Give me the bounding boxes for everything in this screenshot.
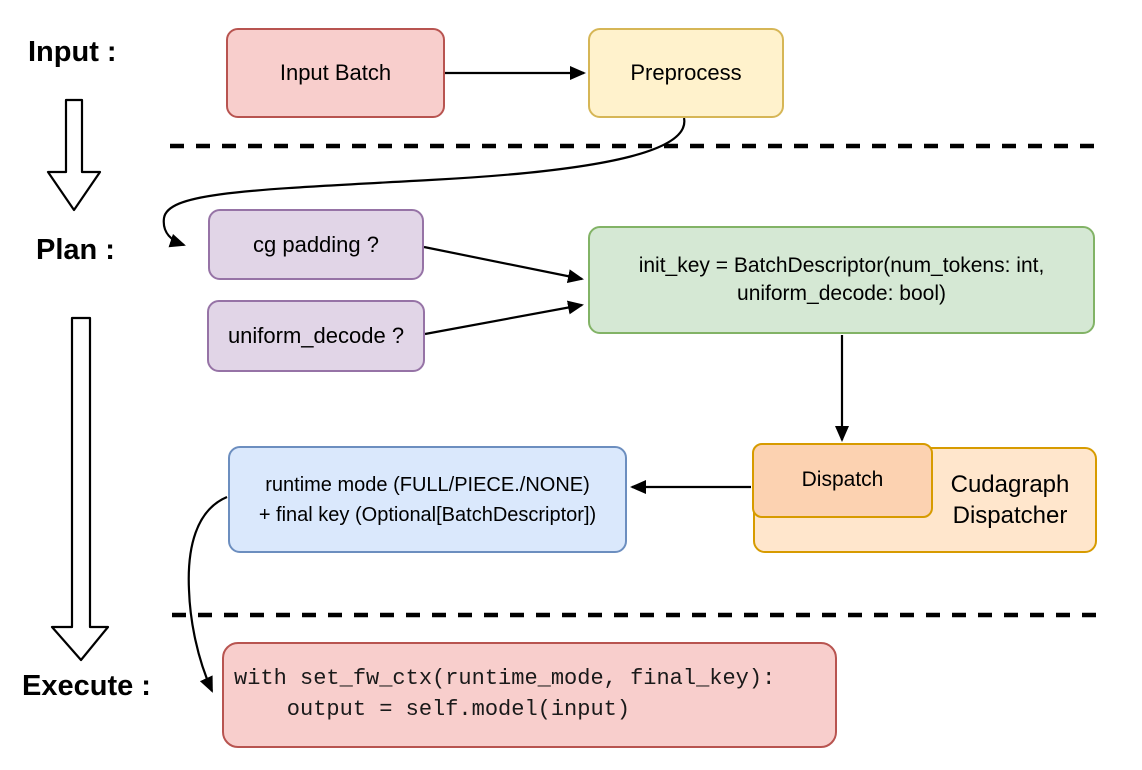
edge-preprocess-cgpadding <box>162 117 686 248</box>
node-init-key-line1: init_key = BatchDescriptor(num_tokens: i… <box>638 253 1045 277</box>
section-label-input: Input : <box>28 36 117 68</box>
node-init-key-line2: uniform_decode: bool) <box>737 282 946 305</box>
node-runtime-mode-line1: runtime mode (FULL/PIECE./NONE) <box>265 473 590 496</box>
node-runtime-mode-line2: + final key (Optional[BatchDescriptor]) <box>258 503 597 526</box>
node-dispatch: Dispatch <box>752 443 933 518</box>
node-cg-padding-label: cg padding ? <box>253 231 379 257</box>
section-label-plan: Plan : <box>36 234 115 266</box>
node-preprocess: Preprocess <box>588 28 784 118</box>
cudagraph-line2: Dispatcher <box>952 502 1068 529</box>
node-cudagraph-dispatcher-label: Cudagraph Dispatcher <box>925 469 1095 531</box>
input-to-plan-arrow <box>46 98 102 212</box>
node-preprocess-label: Preprocess <box>630 60 742 86</box>
node-uniform-decode-label: uniform_decode ? <box>227 323 405 349</box>
edge-cgpadding-initkey <box>423 245 584 284</box>
node-uniform-decode: uniform_decode ? <box>207 300 425 372</box>
node-init-key: init_key = BatchDescriptor(num_tokens: i… <box>588 226 1095 334</box>
section-label-execute: Execute : <box>22 670 151 702</box>
edge-uniformdecode-initkey <box>424 300 584 336</box>
node-execute-code-line1: with set_fw_ctx(runtime_mode, final_key)… <box>234 666 776 692</box>
plan-to-execute-arrow <box>50 316 110 662</box>
node-input-batch-label: Input Batch <box>279 60 392 86</box>
node-runtime-mode: runtime mode (FULL/PIECE./NONE) + final … <box>228 446 627 553</box>
node-cg-padding: cg padding ? <box>208 209 424 280</box>
node-dispatch-label: Dispatch <box>801 468 884 492</box>
node-execute-code-line2: output = self.model(input) <box>234 697 631 722</box>
node-execute-code: with set_fw_ctx(runtime_mode, final_key)… <box>222 642 837 748</box>
edge-runtimemode-executecode <box>187 495 228 693</box>
node-input-batch: Input Batch <box>226 28 445 118</box>
cudagraph-line1: Cudagraph <box>950 470 1070 498</box>
